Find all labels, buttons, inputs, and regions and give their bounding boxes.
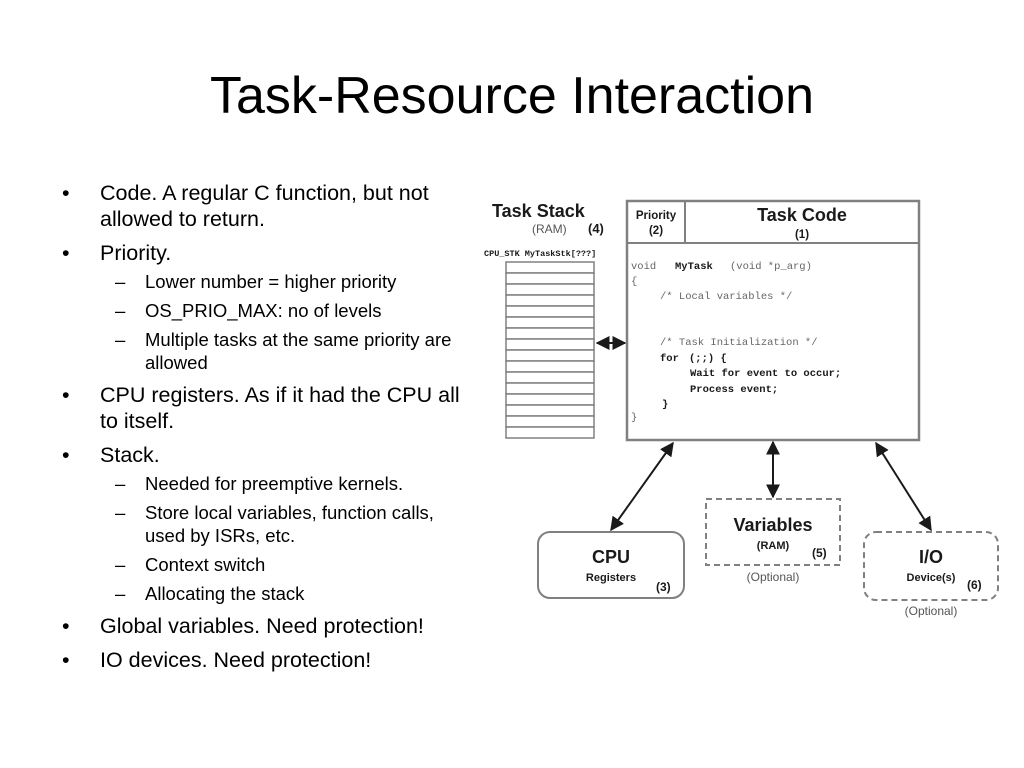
code-keyword-void: void bbox=[631, 261, 656, 273]
task-stack-title: Task Stack bbox=[492, 201, 586, 221]
sub-bullet: OS_PRIO_MAX: no of levels bbox=[100, 299, 462, 322]
io-devices-label: Device(s) bbox=[907, 572, 956, 584]
bullet-global-variables: Global variables. Need protection! bbox=[62, 613, 462, 639]
stack-cell bbox=[505, 305, 595, 318]
code-close-brace: } bbox=[631, 412, 637, 424]
code-wait-event: Wait for event to occur; bbox=[690, 368, 841, 380]
io-box bbox=[863, 531, 999, 601]
priority-label: Priority bbox=[636, 210, 677, 222]
task-box bbox=[625, 199, 921, 442]
code-comment-init: /* Task Initialization */ bbox=[660, 337, 818, 349]
code-process-event: Process event; bbox=[690, 384, 778, 396]
variables-label: Variables bbox=[733, 515, 812, 535]
task-code-label: Task Code bbox=[757, 205, 847, 225]
code-loop-close: } bbox=[662, 399, 668, 411]
bullet-io-devices: IO devices. Need protection! bbox=[62, 647, 462, 673]
stack-cell bbox=[505, 294, 595, 307]
stack-cell bbox=[505, 327, 595, 340]
code-open-brace: { bbox=[631, 276, 637, 288]
io-label: I/O bbox=[919, 547, 943, 567]
stack-cell bbox=[505, 371, 595, 384]
sub-bullet-list: Needed for preemptive kernels. Store loc… bbox=[100, 472, 462, 605]
stack-cell bbox=[505, 360, 595, 373]
stack-declaration: CPU_STK MyTaskStk[???] bbox=[484, 249, 596, 259]
stack-cell bbox=[505, 415, 595, 428]
code-function-name: MyTask bbox=[675, 261, 713, 273]
stack-cell bbox=[505, 393, 595, 406]
io-optional-label: (Optional) bbox=[905, 604, 958, 618]
code-listing: void MyTask (void *p_arg) { /* Local var… bbox=[631, 261, 841, 424]
bullet-text: Priority. bbox=[100, 241, 172, 265]
io-number: (6) bbox=[967, 578, 982, 592]
cpu-number: (3) bbox=[656, 580, 671, 594]
variables-ram-label: (RAM) bbox=[757, 540, 790, 552]
sub-bullet: Needed for preemptive kernels. bbox=[100, 472, 462, 495]
bullet-list: Code. A regular C function, but not allo… bbox=[62, 180, 462, 681]
priority-number: (2) bbox=[649, 225, 663, 237]
bullet-text: IO devices. Need protection! bbox=[100, 648, 372, 672]
stack-cell bbox=[505, 272, 595, 285]
slide-title: Task-Resource Interaction bbox=[209, 67, 815, 125]
code-loop-head: (;;) { bbox=[689, 353, 727, 365]
variables-box bbox=[705, 498, 841, 566]
task-cpu-arrow bbox=[610, 441, 674, 532]
cpu-registers-label: Registers bbox=[586, 572, 636, 584]
task-stack-ram-label: (RAM) bbox=[532, 222, 567, 236]
sub-bullet-list: Lower number = higher priority OS_PRIO_M… bbox=[100, 270, 462, 374]
sub-bullet: Allocating the stack bbox=[100, 582, 462, 605]
cpu-label: CPU bbox=[592, 547, 630, 567]
bullet-text: Code. A regular C function, but not allo… bbox=[100, 181, 429, 231]
code-comment-locals: /* Local variables */ bbox=[660, 291, 792, 303]
code-signature: (void *p_arg) bbox=[730, 261, 812, 273]
sub-bullet: Lower number = higher priority bbox=[100, 270, 462, 293]
bullet-stack: Stack. Needed for preemptive kernels. St… bbox=[62, 442, 462, 605]
bullet-priority: Priority. Lower number = higher priority… bbox=[62, 240, 462, 374]
variables-number: (5) bbox=[812, 546, 827, 560]
code-keyword-for: for bbox=[660, 353, 679, 365]
bullet-text: Stack. bbox=[100, 443, 160, 467]
stack-cell bbox=[505, 338, 595, 351]
bullet-cpu-registers: CPU registers. As if it had the CPU all … bbox=[62, 382, 462, 434]
sub-bullet: Store local variables, function calls, u… bbox=[100, 501, 462, 547]
bullet-text: CPU registers. As if it had the CPU all … bbox=[100, 383, 460, 433]
sub-bullet: Context switch bbox=[100, 553, 462, 576]
stack-cell bbox=[505, 316, 595, 329]
stack-cell bbox=[505, 261, 595, 274]
task-io-arrow bbox=[875, 441, 932, 532]
stack-cell bbox=[505, 404, 595, 417]
stack-cell bbox=[505, 349, 595, 362]
sub-bullet: Multiple tasks at the same priority are … bbox=[100, 328, 462, 374]
stack-cell bbox=[505, 283, 595, 296]
stack-cell bbox=[505, 426, 595, 439]
bullet-text: Global variables. Need protection! bbox=[100, 614, 424, 638]
task-stack-number: (4) bbox=[588, 221, 604, 236]
stack-array bbox=[505, 261, 595, 439]
bullet-code: Code. A regular C function, but not allo… bbox=[62, 180, 462, 232]
cpu-box bbox=[537, 531, 685, 599]
variables-optional-label: (Optional) bbox=[747, 570, 800, 584]
stack-cell bbox=[505, 382, 595, 395]
task-code-number: (1) bbox=[795, 229, 809, 241]
